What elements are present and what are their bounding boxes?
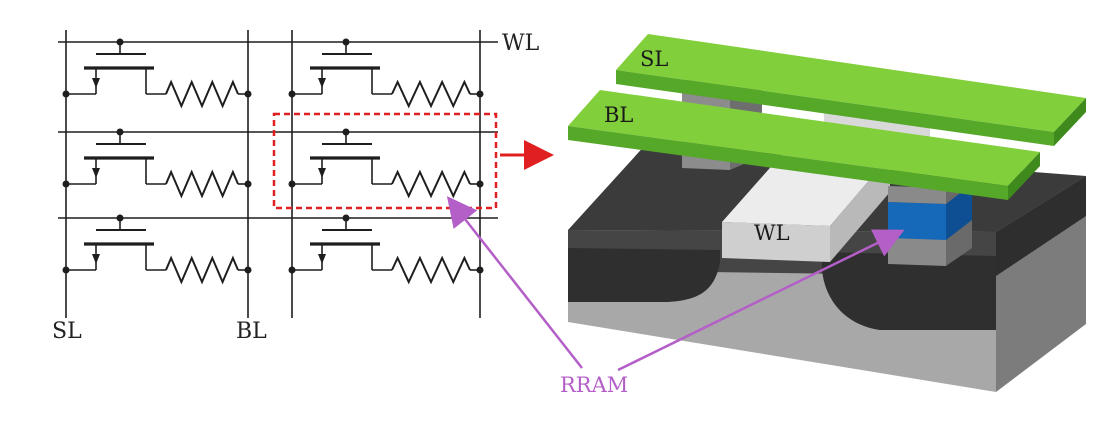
bl-rail-top bbox=[568, 90, 1040, 186]
bl-node-3-2 bbox=[476, 266, 484, 274]
rram-resistor-2-1 bbox=[165, 169, 239, 199]
left-well bbox=[568, 248, 720, 302]
rram-top-front bbox=[888, 186, 946, 204]
sl-node-2-2 bbox=[288, 180, 296, 188]
bl-node-3-1 bbox=[244, 266, 252, 274]
highlighted-cell-box bbox=[272, 112, 498, 210]
device-3d-view bbox=[568, 34, 1086, 392]
sl-node-1-2 bbox=[288, 90, 296, 98]
sl-node-1-1 bbox=[62, 90, 70, 98]
sl-rail-end bbox=[1054, 98, 1086, 146]
right-well bbox=[822, 252, 996, 330]
rram-resistor-2-2 bbox=[391, 169, 471, 199]
rram-resistor-3-1 bbox=[165, 255, 239, 285]
sl-rail-front bbox=[616, 70, 1054, 146]
source-arrow-3-2 bbox=[318, 254, 326, 264]
sl-node-2-1 bbox=[62, 180, 70, 188]
bl-node-2-1 bbox=[244, 180, 252, 188]
sl-node-3-1 bbox=[62, 266, 70, 274]
wl-gate-front bbox=[722, 222, 830, 262]
source-arrow-2-1 bbox=[92, 168, 100, 178]
schematic-sl-label: SL bbox=[52, 319, 82, 344]
bl-rail-front bbox=[568, 126, 1008, 200]
rram-resistor-1-2 bbox=[391, 79, 471, 109]
crossbar-schematic bbox=[58, 30, 498, 318]
device-sl-label: SL bbox=[640, 47, 668, 71]
bl-rail-end bbox=[1008, 152, 1040, 200]
source-arrow-3-1 bbox=[92, 254, 100, 264]
bl-node-2-2 bbox=[476, 180, 484, 188]
source-arrow-1-2 bbox=[318, 78, 326, 88]
source-arrow-1-1 bbox=[92, 78, 100, 88]
sl-rail-top bbox=[616, 34, 1086, 132]
wl-gate-side bbox=[830, 156, 890, 262]
rram-resistor-1-1 bbox=[165, 79, 239, 109]
device-bl-label: BL bbox=[604, 103, 633, 127]
substrate-dark-band-right bbox=[996, 176, 1086, 276]
device-wl-label: WL bbox=[754, 221, 790, 245]
source-arrow-2-2 bbox=[318, 168, 326, 178]
rram-cell-side bbox=[946, 184, 972, 240]
rram-pointer-schematic bbox=[446, 196, 583, 369]
rram-pointer-device bbox=[617, 229, 905, 372]
bl-node-1-1 bbox=[244, 90, 252, 98]
rram-bottom-front bbox=[888, 236, 946, 266]
rram-label: RRAM bbox=[560, 373, 628, 397]
sl-node-3-2 bbox=[288, 266, 296, 274]
rram-resistor-3-2 bbox=[391, 255, 471, 285]
schematic-wl-label: WL bbox=[502, 31, 540, 56]
rram-bottom-side bbox=[946, 218, 972, 266]
schematic-bl-label: BL bbox=[236, 319, 267, 344]
bl-node-1-2 bbox=[476, 90, 484, 98]
